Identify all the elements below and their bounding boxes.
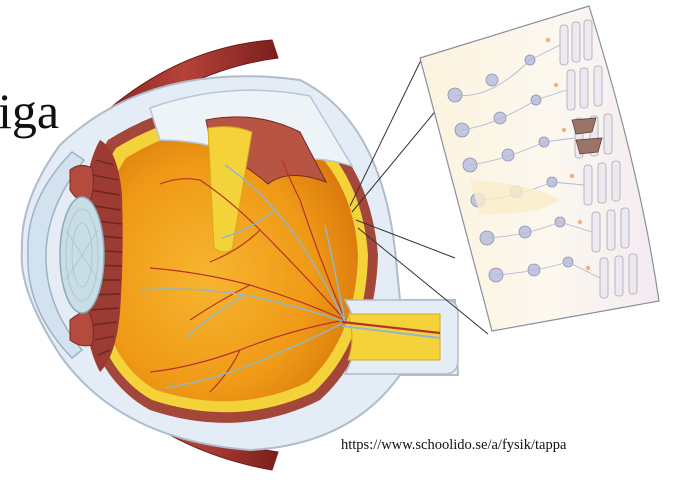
heading-fragment: iga [0,86,59,136]
retina-detail-panel [420,0,681,331]
source-url-caption: https://www.schoolido.se/a/fysik/tappa [341,437,566,454]
